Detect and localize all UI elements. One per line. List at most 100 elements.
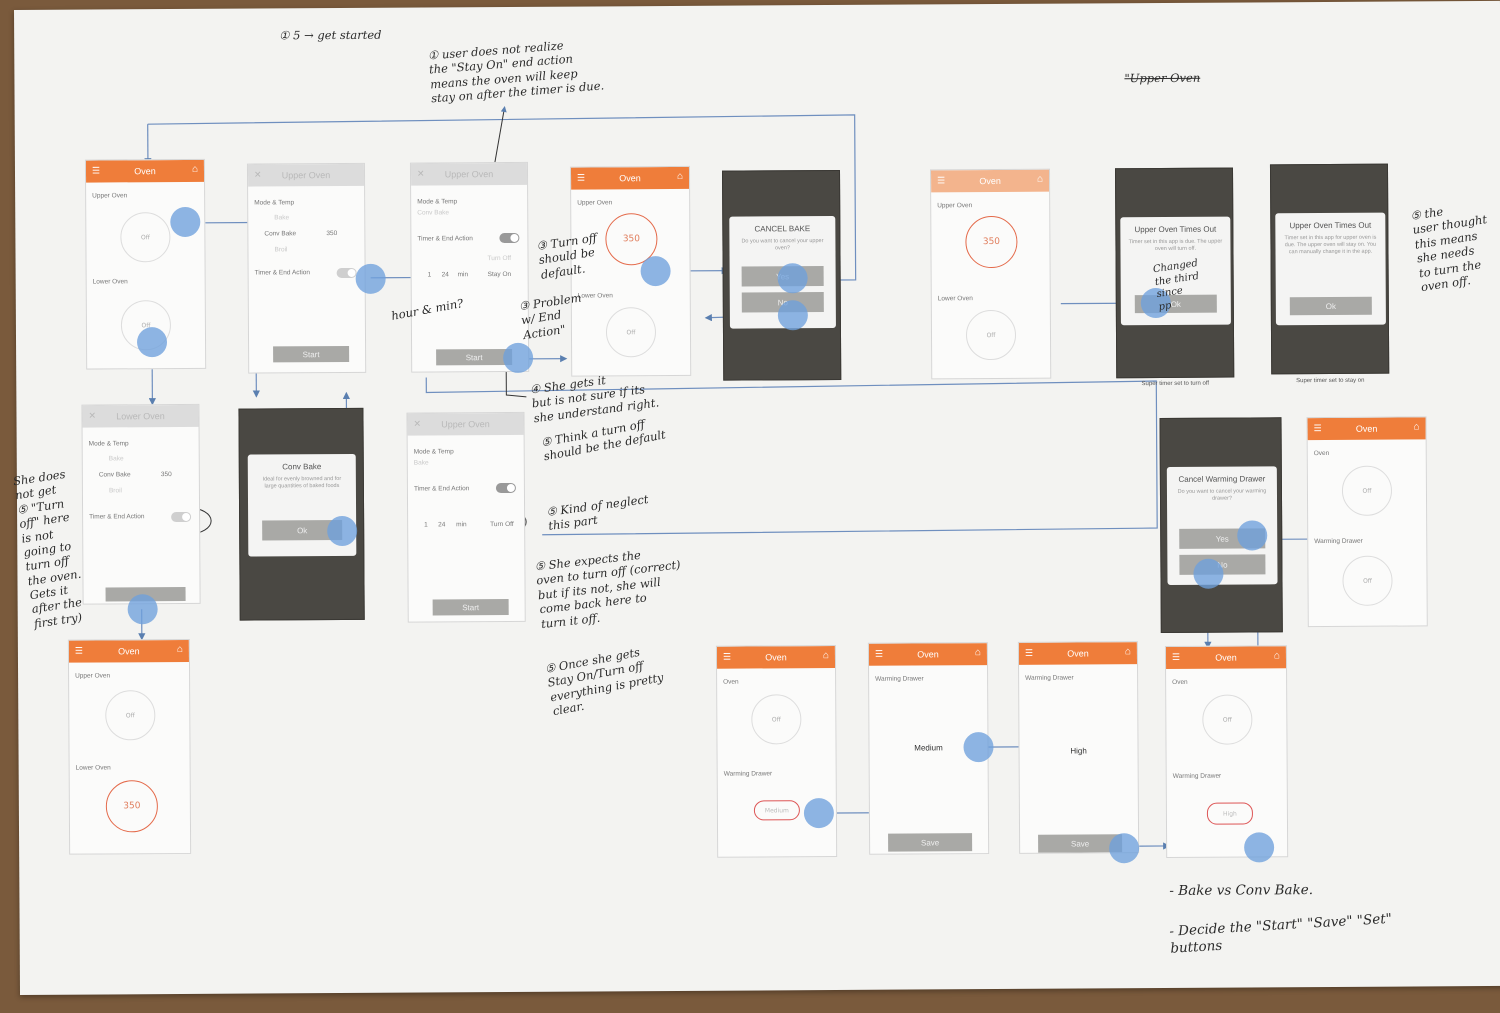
end-action-value[interactable]: Stay On [487, 270, 512, 279]
temp-readout: 350 [622, 234, 641, 245]
mode-broil[interactable]: Broil [274, 246, 288, 254]
header-title: Oven [134, 166, 156, 177]
warming-level-pill[interactable]: Medium [753, 800, 800, 821]
menu-icon[interactable]: ☰ [74, 645, 84, 656]
header-title: Upper Oven [281, 170, 331, 181]
upper-oven-turn-off-screen: ✕Upper Oven Mode & Temp Bake Timer & End… [406, 411, 526, 623]
warming-drawer-label: Warming Drawer [875, 675, 924, 683]
home-icon[interactable]: ⌂ [974, 647, 981, 659]
warming-drawer-label: Warming Drawer [723, 770, 773, 778]
dialog-title: Cancel Warming Drawer [1178, 474, 1266, 484]
home-icon[interactable]: ⌂ [191, 163, 199, 175]
note-once-clear: ⑤ Once she gets Stay On/Turn off everyth… [543, 644, 665, 719]
menu-icon[interactable]: ☰ [937, 175, 946, 186]
oven-header: ☰ Oven ⌂ [1165, 646, 1287, 669]
warming-level-pill[interactable]: High [1206, 802, 1253, 825]
lower-oven-running-screen: ☰Oven⌂ Upper Oven Off Lower Oven 350 [67, 638, 192, 855]
lower-oven-dial[interactable]: 350 [105, 780, 159, 833]
touch-marker [1109, 833, 1140, 864]
temp-readout: 350 [982, 236, 1001, 248]
mode-broil[interactable]: Broil [108, 487, 122, 495]
menu-icon[interactable]: ☰ [874, 648, 884, 659]
mode-bake[interactable]: Bake [274, 214, 290, 222]
menu-icon[interactable]: ☰ [577, 172, 586, 183]
warming-level-value[interactable]: High [1070, 746, 1087, 756]
timer-toggle[interactable] [336, 267, 357, 279]
save-button[interactable]: Save [888, 833, 973, 852]
mode-bake[interactable]: Bake [108, 455, 124, 463]
start-button[interactable]: Start [432, 598, 509, 616]
mode-value[interactable]: Bake [413, 459, 429, 467]
header-title: Lower Oven [116, 411, 165, 422]
oven-dial[interactable]: Off [751, 694, 802, 745]
lower-oven-dial[interactable]: Off [605, 307, 657, 358]
settings-header: ✕Upper Oven [407, 412, 524, 436]
oven-header: ☰Oven⌂ [1018, 642, 1138, 665]
lower-oven-dial[interactable]: Off [965, 309, 1017, 361]
settings-header: ✕ Lower Oven [82, 404, 199, 428]
note-changed: Changed the third since pp [1152, 257, 1200, 313]
lower-oven-label: Lower Oven [75, 764, 111, 772]
home-icon[interactable]: ⌂ [1413, 421, 1420, 433]
menu-icon[interactable]: ☰ [91, 165, 101, 176]
header-title: Oven [118, 646, 140, 657]
dialog-text: Do you want to cancel your upper oven? [741, 238, 824, 252]
oven-header: ☰Oven⌂ [930, 169, 1050, 193]
warming-drawer-label: Warming Drawer [1172, 772, 1222, 780]
dial-off: Off [125, 711, 135, 719]
start-button[interactable]: Start [273, 345, 350, 363]
home-icon[interactable]: ⌂ [1036, 173, 1044, 185]
timer-toggle[interactable] [495, 482, 516, 494]
dial-off: Off [771, 715, 781, 723]
touch-marker [1237, 520, 1268, 551]
header-title: Upper Oven [444, 169, 494, 180]
timer-toggle[interactable] [499, 232, 520, 244]
close-icon[interactable]: ✕ [88, 410, 97, 421]
close-icon[interactable]: ✕ [416, 168, 425, 179]
note-stay-on-issue: ① user does not realize the "Stay On" en… [427, 38, 605, 106]
touch-marker [963, 732, 994, 763]
oven-dial[interactable]: Off [1341, 465, 1393, 516]
note-todo-bake: - Bake vs Conv Bake. [1169, 882, 1314, 899]
temp-value[interactable]: 350 [160, 471, 172, 479]
dial-off: Off [140, 233, 150, 241]
warming-drawer-dial[interactable]: Off [1342, 555, 1393, 606]
touch-marker [127, 594, 158, 625]
menu-icon[interactable]: ☰ [1313, 423, 1322, 434]
mode-value[interactable]: Conv Bake [417, 209, 450, 217]
caption-turn-off: Super timer set to turn off [1141, 380, 1210, 388]
home-icon[interactable]: ⌂ [1124, 646, 1131, 658]
touch-marker [136, 327, 168, 358]
close-icon[interactable]: ✕ [413, 418, 422, 429]
mode-temp-label: Mode & Temp [413, 448, 454, 456]
note-get-started: ① 5 → get started [279, 27, 382, 43]
end-action-option[interactable]: Turn Off [487, 254, 512, 263]
timer-toggle[interactable] [171, 511, 192, 523]
end-action-value[interactable]: Turn Off [490, 520, 514, 529]
home-icon[interactable]: ⌂ [676, 170, 684, 182]
home-icon[interactable]: ⌂ [176, 643, 183, 656]
oven-dial[interactable]: Off [1202, 694, 1253, 745]
temp-readout: 350 [123, 801, 141, 812]
dialog-text: Timer set in this app for upper oven is … [1284, 234, 1377, 256]
temp-value[interactable]: 350 [326, 230, 338, 238]
ok-button[interactable]: Ok [1289, 296, 1372, 316]
menu-icon[interactable]: ☰ [1171, 651, 1181, 662]
dialog-title: Conv Bake [282, 462, 322, 472]
upper-oven-dial[interactable]: Off [120, 212, 171, 263]
menu-icon[interactable]: ☰ [722, 651, 732, 662]
header-title: Oven [1215, 652, 1237, 663]
dialog-text: Ideal for evenly browned and for large q… [262, 476, 342, 490]
touch-marker [355, 263, 386, 294]
upper-oven-label: Upper Oven [92, 192, 128, 200]
close-icon[interactable]: ✕ [253, 169, 262, 180]
start-button[interactable]: Start [436, 348, 513, 366]
home-icon[interactable]: ⌂ [1273, 650, 1281, 662]
dialog-title: Upper Oven Times Out [1289, 220, 1372, 231]
menu-icon[interactable]: ☰ [1024, 647, 1034, 658]
upper-oven-dial[interactable]: Off [105, 690, 156, 741]
warming-picker-high-screen: ☰Oven⌂ Warming Drawer High Save [1017, 641, 1140, 854]
upper-oven-dial[interactable]: 350 [965, 215, 1018, 269]
header-title: Oven [765, 652, 787, 663]
home-icon[interactable]: ⌂ [822, 650, 829, 662]
